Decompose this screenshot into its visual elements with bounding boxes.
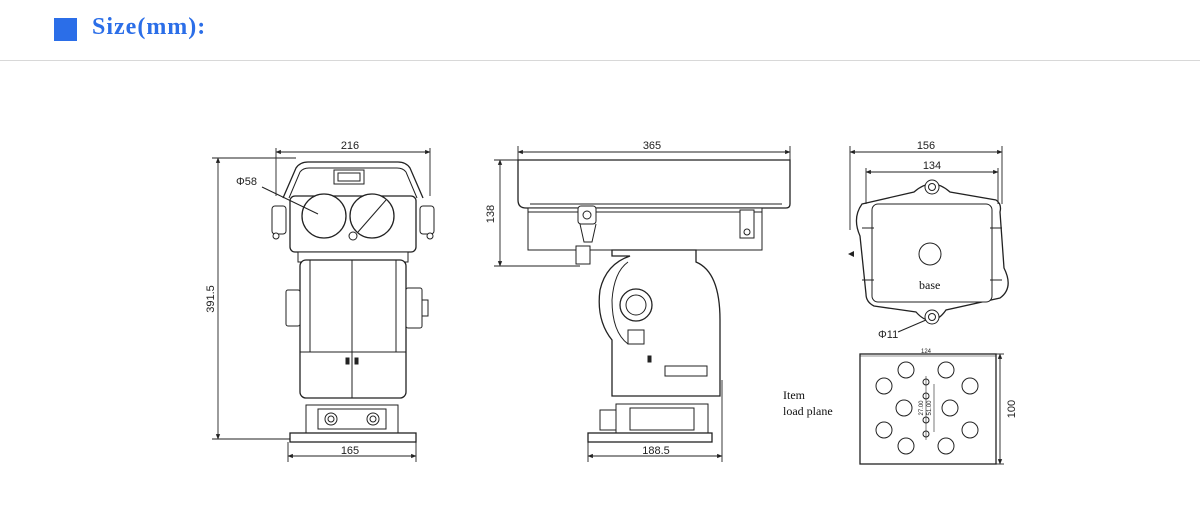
base-caption: base [919, 278, 940, 292]
side-length-label: 365 [643, 140, 661, 152]
side-view [517, 159, 791, 443]
base-inner-width-label: 134 [923, 160, 941, 172]
load-plane-height-label: 100 [1006, 400, 1018, 418]
load-plane-view [859, 353, 997, 465]
base-outer-width-label: 156 [917, 140, 935, 152]
base-view [855, 179, 1009, 333]
header-divider [0, 60, 1200, 61]
load-plane-spacing-b-label: 51.00 [927, 400, 933, 416]
load-plane-spacing-a-label: 27.00 [919, 400, 925, 416]
front-dimension-lines [212, 148, 431, 462]
load-plane-caption-line2: load plane [783, 404, 833, 418]
load-plane-width-label: 124 [921, 349, 932, 355]
side-base-width-label: 188.5 [642, 445, 670, 457]
side-height-label: 138 [485, 205, 497, 223]
header-square-icon [54, 18, 77, 41]
window-diameter-label: Φ58 [236, 176, 257, 188]
base-orientation-marker [848, 251, 854, 257]
load-plane-caption-line1: Item [783, 388, 806, 402]
section-header: Size(mm): [0, 0, 1200, 58]
side-dimension-lines [494, 146, 791, 462]
load-plane-dimension-lines [860, 353, 1004, 465]
section-title: Size(mm): [92, 14, 207, 40]
base-dimension-lines [849, 146, 1003, 230]
front-view [261, 161, 435, 443]
front-height-label: 391.5 [205, 285, 217, 313]
front-width-top-label: 216 [341, 140, 359, 152]
base-hole-diameter-label: Φ11 [878, 329, 898, 341]
front-width-bottom-label: 165 [341, 445, 359, 457]
